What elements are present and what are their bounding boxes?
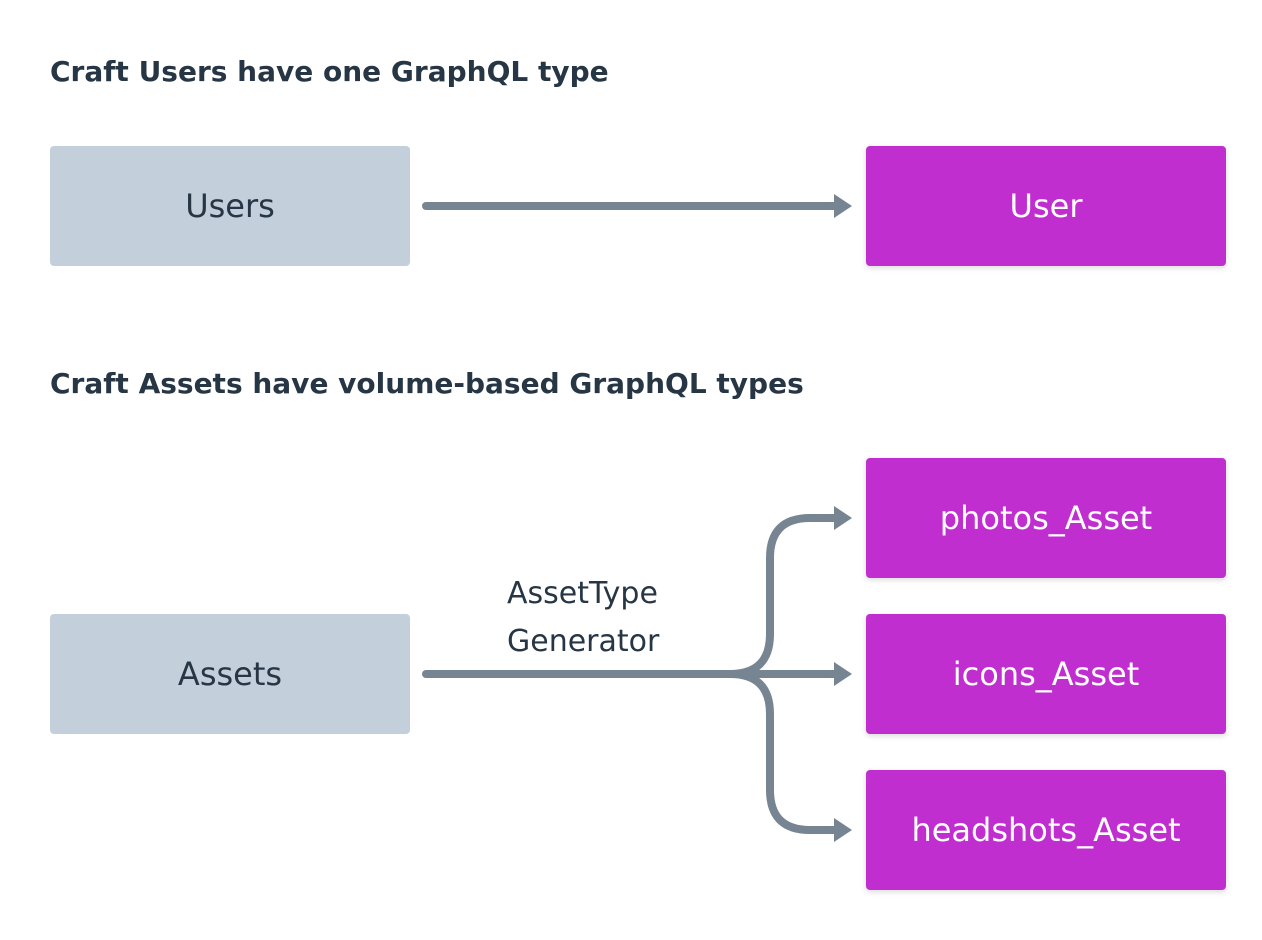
headshots-asset-node: headshots_Asset xyxy=(866,770,1226,890)
generator-label-line-1: AssetType xyxy=(507,576,658,611)
photos-asset-label: photos_Asset xyxy=(939,499,1153,537)
icons-asset-node: icons_Asset xyxy=(866,614,1226,734)
photos-asset-node: photos_Asset xyxy=(866,458,1226,578)
arrowhead-photos xyxy=(834,506,852,530)
arrowhead-icons xyxy=(834,662,852,686)
branch-to-photos-arrow xyxy=(726,514,842,678)
assets-node: Assets xyxy=(50,614,410,734)
user-type-node-label: User xyxy=(1009,187,1083,225)
users-heading: Craft Users have one GraphQL type xyxy=(50,55,609,88)
branch-to-headshots-arrow xyxy=(726,670,842,834)
assets-node-label: Assets xyxy=(177,655,283,693)
headshots-asset-label: headshots_Asset xyxy=(911,811,1181,849)
generator-label-line-2: Generator xyxy=(507,624,660,659)
user-type-node: User xyxy=(866,146,1226,266)
users-node: Users xyxy=(50,146,410,266)
icons-asset-label: icons_Asset xyxy=(952,655,1140,693)
arrowhead-user xyxy=(834,194,852,218)
users-node-label: Users xyxy=(185,187,275,225)
arrowhead-headshots xyxy=(834,818,852,842)
assets-heading: Craft Assets have volume-based GraphQL t… xyxy=(50,367,804,400)
asset-type-generator-label: AssetType Generator xyxy=(507,570,659,666)
